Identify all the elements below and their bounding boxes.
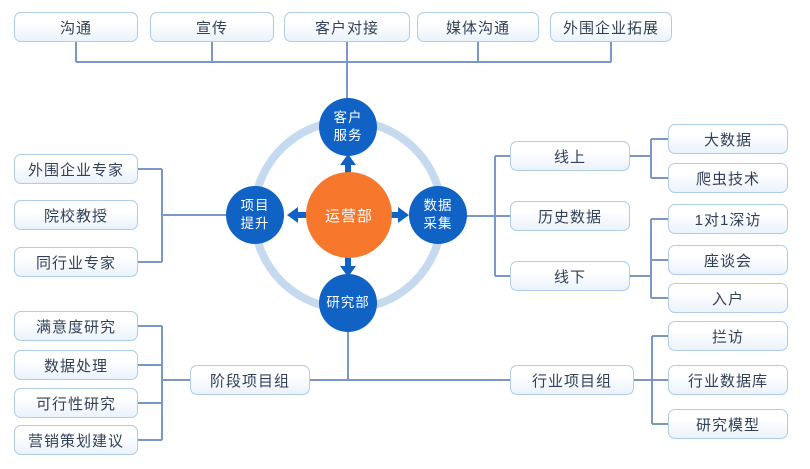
- node-stage-project-group: 阶段项目组: [190, 365, 310, 395]
- customer-service-line2: 服务: [333, 128, 363, 143]
- customer-service-circle: 客户 服务: [319, 98, 377, 156]
- customer-service-line1: 客户: [333, 110, 363, 125]
- project-improvement-circle: 项目 提升: [226, 186, 284, 244]
- arrow-left-icon: [287, 207, 306, 223]
- node-intercept-interview: 拦访: [668, 321, 788, 351]
- bottom-right-connector: [634, 335, 668, 425]
- node-industry-project-group: 行业项目组: [510, 365, 634, 395]
- research-dept-label: 研究部: [326, 295, 370, 310]
- operations-hub-label: 运营部: [324, 207, 373, 225]
- node-client-liaison: 客户对接: [284, 12, 410, 42]
- bottom-main-connector: [310, 331, 510, 381]
- node-feasibility-research: 可行性研究: [14, 388, 138, 418]
- node-media-communication: 媒体沟通: [417, 12, 539, 42]
- node-peripheral-experts: 外围企业专家: [14, 154, 138, 184]
- offline-methods-connector: [630, 218, 668, 299]
- node-household-visit: 入户: [668, 283, 788, 313]
- arrow-right-icon: [390, 207, 409, 223]
- node-industry-database: 行业数据库: [668, 365, 788, 395]
- left-experts-connector: [138, 168, 228, 263]
- node-publicity: 宣传: [150, 12, 274, 42]
- node-one-on-one-interview: 1对1深访: [668, 204, 788, 234]
- node-historical-data: 历史数据: [510, 201, 630, 231]
- node-focus-group: 座谈会: [668, 245, 788, 275]
- node-satisfaction-research: 满意度研究: [14, 311, 138, 341]
- node-data-processing: 数据处理: [14, 350, 138, 380]
- node-industry-peers: 同行业专家: [14, 247, 138, 277]
- node-college-professors: 院校教授: [14, 200, 138, 230]
- node-big-data: 大数据: [668, 124, 788, 154]
- operations-hub-circle: 运营部: [306, 172, 392, 258]
- research-dept-circle: 研究部: [319, 274, 377, 332]
- project-improvement-line1: 项目: [240, 198, 270, 213]
- arrow-up-icon: [340, 154, 356, 174]
- node-marketing-proposal: 营销策划建议: [14, 425, 138, 455]
- node-peripheral-expansion: 外围企业拓展: [550, 12, 672, 42]
- node-online-channel: 线上: [510, 141, 630, 171]
- online-methods-connector: [630, 138, 668, 179]
- node-offline-channel: 线下: [510, 261, 630, 291]
- data-collection-line2: 采集: [423, 216, 453, 231]
- arrow-down-icon: [340, 257, 356, 277]
- bottom-left-connector: [138, 325, 190, 441]
- right-channels-connector: [466, 155, 510, 277]
- node-crawler-tech: 爬虫技术: [668, 163, 788, 193]
- node-research-model: 研究模型: [668, 409, 788, 439]
- node-communication: 沟通: [14, 12, 138, 42]
- project-improvement-line2: 提升: [240, 216, 270, 231]
- top-tree-connector: [75, 42, 612, 100]
- data-collection-line1: 数据: [423, 198, 453, 213]
- data-collection-circle: 数据 采集: [409, 186, 467, 244]
